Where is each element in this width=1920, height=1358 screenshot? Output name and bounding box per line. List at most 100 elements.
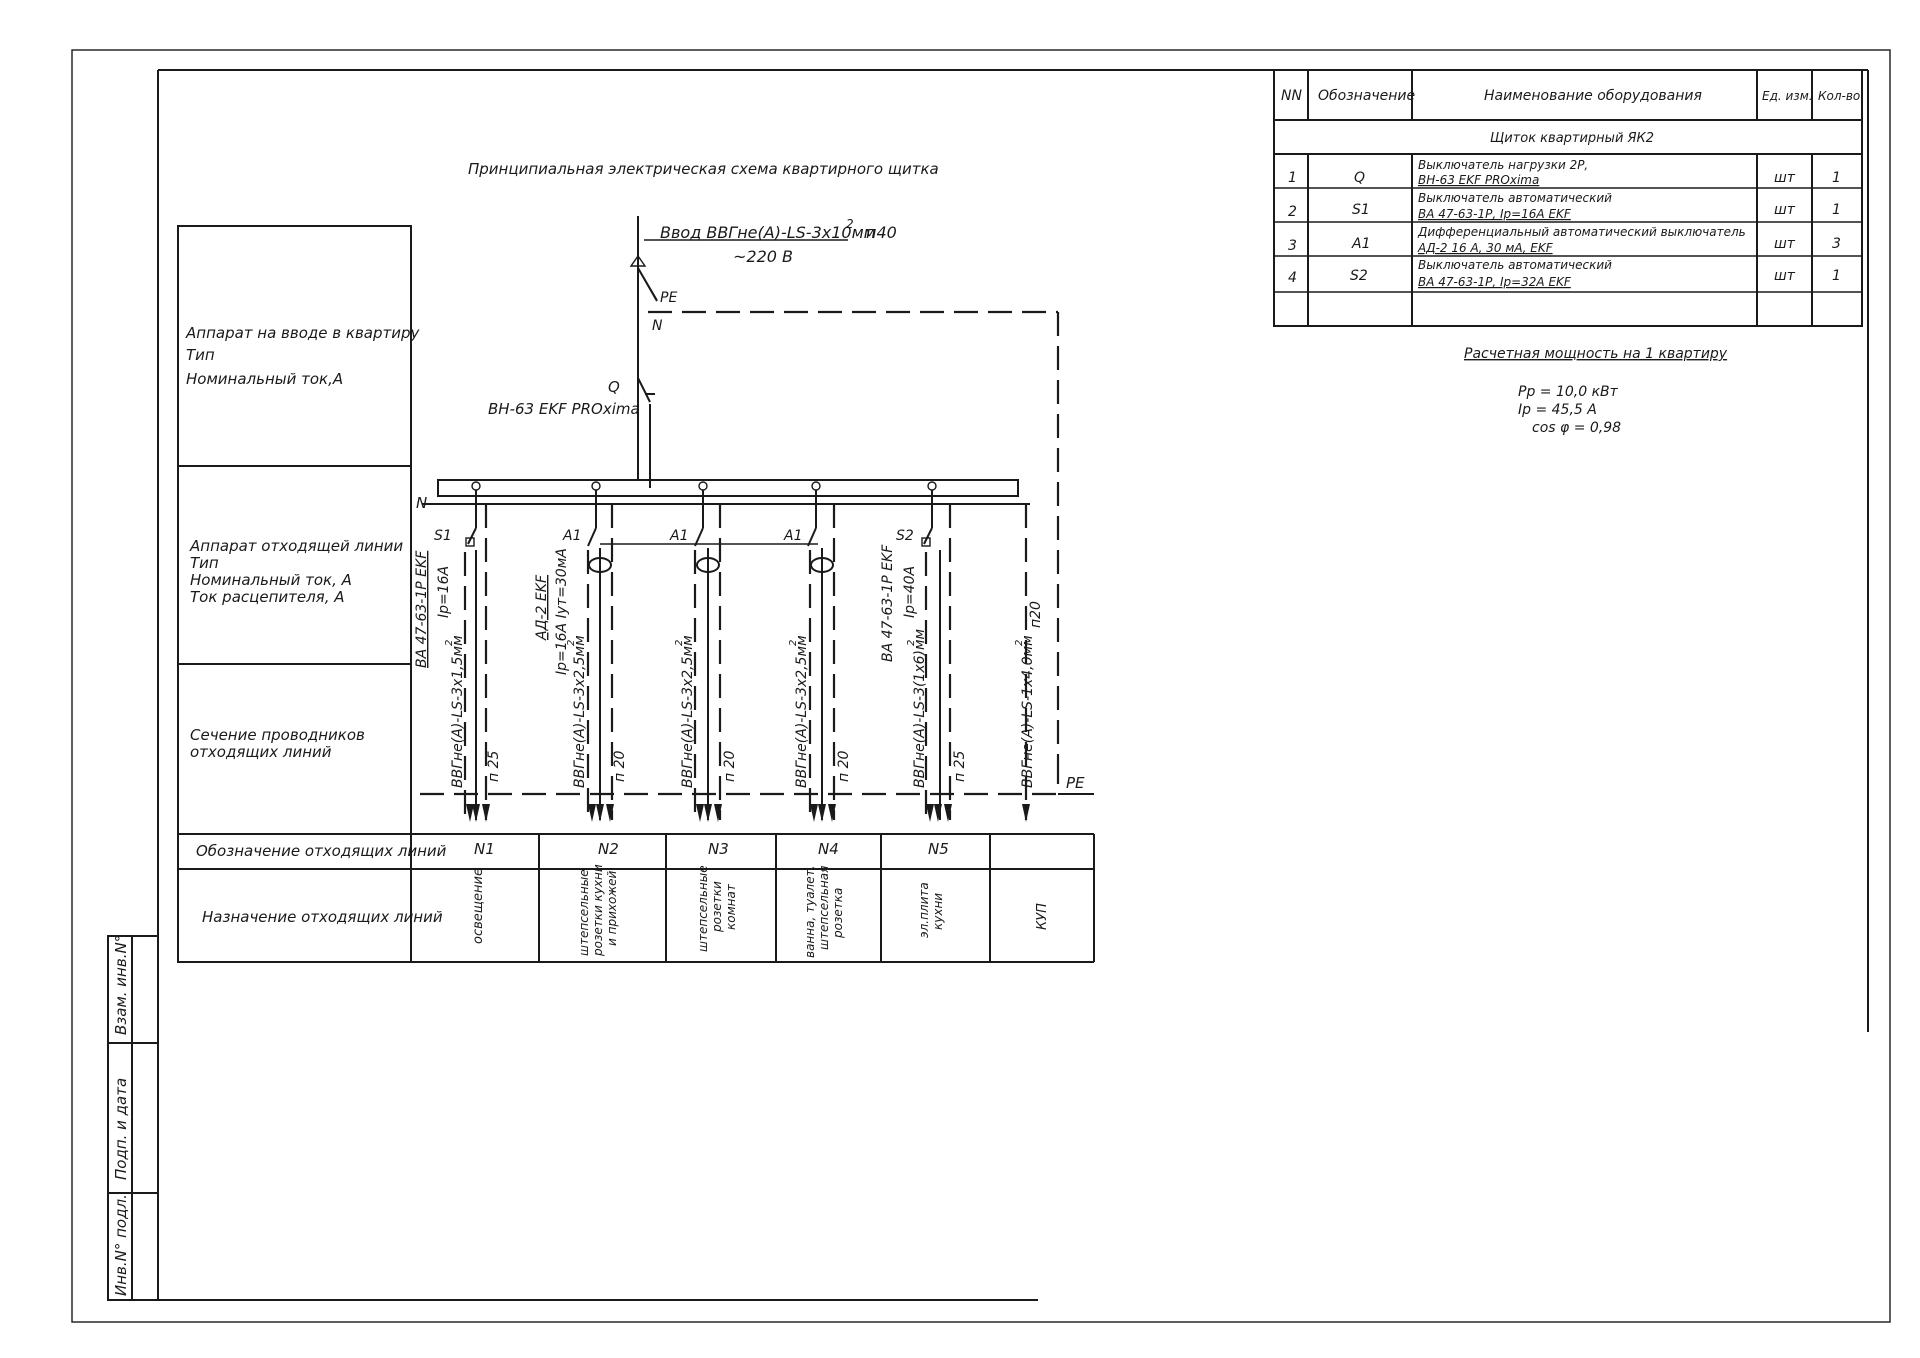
purpose-n5-0: эл.плита: [917, 882, 931, 938]
n1-device-type: ВА 47-63-1Р EKF: [414, 550, 430, 668]
spec-row2-name-1: ВА 47-63-1Р, Iр=16А EKF: [1418, 207, 1572, 221]
line-id-n5: N5: [928, 840, 949, 858]
feed-pipe: п40: [866, 223, 897, 242]
feed-n: N: [652, 318, 663, 334]
outer-border: [71, 49, 1891, 1323]
feed-voltage: ~220 В: [733, 247, 793, 266]
label-input-device-1: Аппарат на вводе в квартиру: [185, 324, 421, 342]
label-section-1: Сечение проводников: [190, 726, 365, 744]
n2-device-type: АД-2 EKF: [534, 574, 550, 641]
feeder-n1: [463, 481, 490, 822]
power-ip: Iр = 45,5 А: [1518, 402, 1597, 418]
label-outgoing-4: Ток расцепителя, А: [190, 588, 345, 606]
purpose-n2-1: розетки кухни: [591, 864, 605, 957]
label-outgoing-2: Тип: [190, 554, 219, 572]
label-section-2: отходящих линий: [190, 743, 332, 761]
power-title: Расчетная мощность на 1 квартиру: [1464, 346, 1728, 362]
spec-row2-unit: шт: [1774, 202, 1796, 218]
spec-header-name: Наименование оборудования: [1484, 88, 1702, 104]
spec-row2-name-0: Выключатель автоматический: [1418, 191, 1612, 205]
pe-label: PE: [1066, 774, 1085, 792]
kup-cable-sup: 2: [1014, 640, 1025, 646]
spec-row3-nn: 3: [1288, 238, 1297, 254]
n1-cable-sup: 2: [444, 640, 455, 646]
spec-row3-code: А1: [1351, 236, 1370, 252]
line-id-n3: N3: [708, 840, 729, 858]
n1-cable: ВВГнe(А)-LS-3х1,5мм: [450, 635, 466, 788]
n2-cable: ВВГнe(А)-LS-3х2,5мм: [572, 635, 588, 788]
feeder-n3: [693, 481, 722, 822]
spec-row2-qty: 1: [1832, 202, 1841, 218]
stamp-inv-podl: Инв.N° подл.: [112, 1194, 130, 1296]
n5-cable-sup: 2: [906, 640, 917, 646]
label-input-device-2: Тип: [186, 346, 215, 364]
n2-device: А1: [562, 528, 581, 544]
n1-device-rating: Iр=16А: [436, 566, 452, 618]
feed-pe: PE: [660, 290, 677, 306]
diagram-title: Принципиальная электрическая схема кварт…: [468, 160, 939, 178]
n2-device-rating: Iр=16А Iут=30мА: [554, 548, 570, 675]
spec-header-code: Обозначение: [1318, 88, 1415, 104]
n2-cable-sup: 2: [566, 640, 577, 646]
spec-row1-name-1: ВН-63 EKF PROxima: [1418, 173, 1539, 187]
n5-pipe: п 25: [952, 750, 968, 782]
spec-row4-qty: 1: [1832, 268, 1841, 284]
line-id-n2: N2: [598, 840, 619, 858]
feed-input: [629, 216, 1060, 760]
side-stamp: Инв.N° подл. Подп. и дата Взам. инв.N°: [107, 935, 159, 1301]
line-id-n1: N1: [474, 840, 495, 858]
label-line-purpose: Назначение отходящих линий: [202, 908, 443, 926]
feed-breaker-label: Q: [608, 378, 620, 396]
spec-header-unit: Ед. изм.: [1762, 89, 1813, 103]
n3-device: А1: [669, 528, 688, 544]
purpose-n1-0: освещение: [471, 868, 486, 944]
n3-cable-sup: 2: [674, 640, 685, 646]
left-label-table: [177, 225, 1095, 963]
spec-table: [1273, 69, 1863, 327]
label-line-designation: Обозначение отходящих линий: [196, 842, 447, 860]
power-cos: cos φ = 0,98: [1532, 420, 1621, 436]
n5-device-rating: Iр=40А: [902, 566, 918, 618]
feeder-n4: [807, 481, 836, 822]
n3-cable: ВВГнe(А)-LS-3х2,5мм: [680, 635, 696, 788]
spec-row3-qty: 3: [1832, 236, 1841, 252]
purpose-n4-0: ванна, туалет,: [803, 866, 817, 958]
n4-pipe: п 20: [836, 750, 852, 782]
kup-pipe: п20: [1028, 601, 1044, 628]
spec-row3-name-0: Дифференциальный автоматический выключат…: [1417, 225, 1746, 239]
bus-label: N: [416, 494, 427, 512]
spec-row1-name-0: Выключатель нагрузки 2Р,: [1418, 158, 1588, 172]
label-outgoing-1: Аппарат отходящей линии: [189, 537, 403, 555]
label-outgoing-3: Номинальный ток, А: [190, 571, 352, 589]
n3-pipe: п 20: [722, 750, 738, 782]
line-id-n4: N4: [818, 840, 839, 858]
purpose-n3-2: комнат: [724, 883, 738, 930]
purpose-n4-2: розетка: [831, 888, 845, 939]
spec-row1-nn: 1: [1288, 170, 1297, 186]
feeder-kup: [1022, 504, 1030, 822]
spec-row4-name-1: ВА 47-63-1Р, Iр=32А EKF: [1418, 275, 1572, 289]
spec-row2-code: S1: [1352, 202, 1370, 218]
spec-row4-nn: 4: [1288, 270, 1297, 286]
spec-row2-nn: 2: [1288, 204, 1297, 220]
purpose-n5-1: кухни: [931, 893, 945, 930]
spec-row4-unit: шт: [1774, 268, 1796, 284]
power-pp: Рр = 10,0 кВт: [1518, 384, 1619, 400]
spec-row3-unit: шт: [1774, 236, 1796, 252]
label-input-device-3: Номинальный ток,А: [186, 370, 343, 388]
purpose-n2-2: и прихожей: [605, 870, 619, 946]
spec-header-qty: Кол-во: [1818, 89, 1860, 103]
n5-device: S2: [896, 528, 914, 544]
n1-device: S1: [434, 528, 452, 544]
n1-pipe: п 25: [486, 750, 502, 782]
n5-device-type: ВА 47-63-1Р EKF: [880, 544, 896, 662]
n2-pipe: п 20: [612, 750, 628, 782]
spec-row1-unit: шт: [1774, 170, 1796, 186]
spec-row3-name-1: АД-2 16 А, 30 мА, EKF: [1417, 241, 1554, 255]
spec-row1-code: Q: [1354, 170, 1365, 186]
spec-row1-qty: 1: [1832, 170, 1841, 186]
kup-cable: ВВГнe(А)-LS-1х4,0мм: [1020, 635, 1036, 788]
purpose-n3-0: штепсельные: [696, 865, 710, 952]
feeder-n5: [921, 481, 952, 822]
spec-row4-name-0: Выключатель автоматический: [1418, 258, 1612, 272]
